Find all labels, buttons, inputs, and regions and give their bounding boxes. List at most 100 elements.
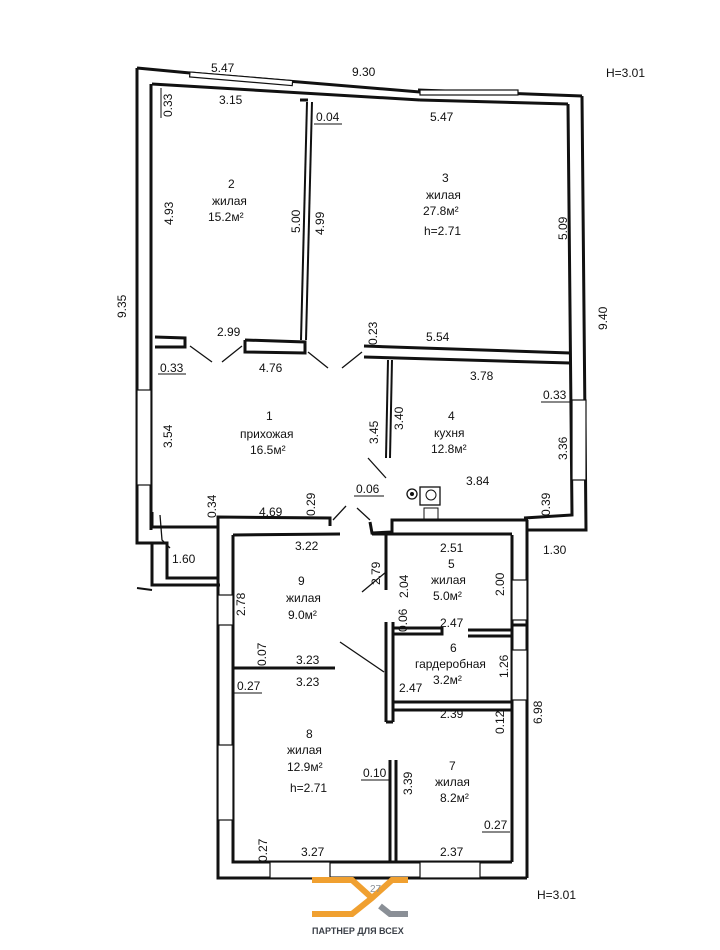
windows: [136, 71, 587, 879]
room-9: 9 жилая 9.0м² 3.22 2.78 2.79 3.23 0.07: [234, 539, 383, 667]
dim-label: 0.34: [205, 494, 219, 518]
window: [217, 594, 234, 626]
room-height: h=2.71: [424, 224, 461, 238]
dim-label: 0.27: [484, 818, 508, 832]
dim-label: 0.33: [543, 388, 567, 402]
room-5: 5 жилая 5.0м² 2.51 2.04 2.00 2.47 0.06: [396, 541, 507, 632]
dim-label: 3.15: [219, 93, 243, 107]
doors: [159, 345, 387, 673]
company-logo: 27 ПАРТНЕР ДЛЯ ВСЕХ: [312, 877, 408, 936]
dim-label: 2.47: [399, 681, 423, 695]
room-area: 27.8м²: [423, 204, 459, 218]
kitchen-fixtures: [406, 486, 441, 521]
room-area: 12.9м²: [287, 760, 323, 774]
room-name: жилая: [212, 194, 247, 208]
room-number: 1: [266, 409, 273, 423]
room-4: 4 кухня 12.8м² 3.78 3.40 3.36 3.84 0.33 …: [392, 369, 570, 516]
dim-label: 0.33: [161, 93, 175, 117]
room-6: 6 гардеробная 3.2м² 1.26 2.47: [399, 641, 511, 695]
boiler-icon: [406, 488, 418, 500]
logo-stripe: [312, 877, 375, 901]
dim-label: 2.47: [440, 616, 464, 630]
dim-label: 4.69: [259, 505, 283, 519]
dim-porch: 1.60: [172, 552, 196, 566]
room-number: 6: [450, 641, 457, 655]
dim-label: 0.10: [363, 766, 387, 780]
room-number: 2: [228, 177, 235, 191]
logo-stripe: [312, 877, 408, 917]
dim-label: 3.22: [295, 539, 319, 553]
room-name: жилая: [431, 573, 466, 587]
room-8: 8 жилая 12.9м² h=2.71 3.23 0.27 3.27 0.2…: [234, 675, 327, 862]
dim-right: 9.40: [596, 306, 610, 330]
dim-label: 5.00: [289, 209, 303, 233]
walls: [135, 66, 588, 880]
room-name: жилая: [287, 743, 322, 757]
dim-label: 2.04: [397, 574, 411, 598]
window: [136, 389, 152, 486]
dim-top-right: 9.30: [352, 65, 376, 79]
dim-label: 5.54: [426, 330, 450, 344]
dim-label: 2.78: [234, 592, 248, 616]
window: [419, 861, 481, 879]
dim-label: 5.09: [556, 216, 570, 240]
dim-label: 3.23: [296, 653, 320, 667]
dim-label: 0.12: [493, 710, 507, 734]
dim-label: 2.39: [440, 707, 464, 721]
room-area: 5.0м²: [433, 589, 462, 603]
dim-label: 2.51: [440, 541, 464, 555]
dim-label: 3.27: [301, 845, 325, 859]
room-number: 8: [306, 727, 313, 741]
room-2: 2 жилая 15.2м² 3.15 0.33 4.93 5.00 2.99: [160, 88, 303, 339]
window: [571, 399, 587, 481]
dim-label: 0.33: [160, 361, 184, 375]
room-name: жилая: [286, 591, 321, 605]
room-number: 9: [298, 574, 305, 588]
window: [419, 89, 519, 96]
window: [188, 71, 294, 87]
dim-label: 0.29: [304, 492, 318, 516]
dim-label: 0.07: [255, 642, 269, 666]
logo-caption: ПАРТНЕР ДЛЯ ВСЕХ: [312, 926, 404, 936]
dim-label: 3.40: [392, 406, 406, 430]
dim-east-lower: 6.98: [531, 700, 545, 724]
dim-label: 0.23: [366, 321, 380, 345]
dim-label: 2.00: [493, 572, 507, 596]
stove-icon: [419, 486, 441, 506]
dim-label: 0.06: [356, 482, 380, 496]
dim-left: 9.35: [115, 294, 129, 318]
dim-label: 2.99: [217, 325, 241, 339]
height-label: H=3.01: [606, 66, 645, 80]
room-number: 5: [448, 557, 455, 571]
dim-label: 4.76: [259, 361, 283, 375]
dim-label: 5.47: [430, 110, 454, 124]
room-area: 15.2м²: [208, 210, 244, 224]
dim-label: 3.36: [556, 436, 570, 460]
window: [511, 579, 528, 621]
room-name: кухня: [434, 426, 465, 440]
dim-label: 3.78: [470, 369, 494, 383]
dim-label: 0.39: [539, 492, 553, 516]
window: [269, 861, 331, 879]
dim-label: 0.27: [256, 838, 270, 862]
dim-label: 0.27: [237, 679, 261, 693]
room-name: гардеробная: [415, 657, 486, 671]
dim-label: 4.93: [162, 201, 176, 225]
room-height: h=2.71: [290, 781, 327, 795]
dim-label: 3.45: [367, 420, 381, 444]
room-number: 4: [448, 409, 455, 423]
room-name: прихожая: [240, 427, 293, 441]
window: [511, 649, 528, 701]
logo-stripe: [378, 903, 408, 917]
dim-top-left: 5.47: [211, 61, 235, 75]
room-7: 7 жилая 8.2м² 2.39 0.12 3.39 0.10 2.37 0…: [361, 707, 510, 859]
room-number: 7: [449, 759, 456, 773]
room-area: 12.8м²: [431, 442, 467, 456]
dim-bottom-right: 1.30: [543, 543, 567, 557]
logo-number: 27: [370, 884, 382, 895]
room-1: 1 прихожая 16.5м² 0.33 4.76 3.54 3.45 4.…: [158, 361, 384, 519]
room-name: жилая: [426, 188, 461, 202]
dim-label: 3.39: [401, 771, 415, 795]
dim-label: 3.84: [466, 474, 490, 488]
